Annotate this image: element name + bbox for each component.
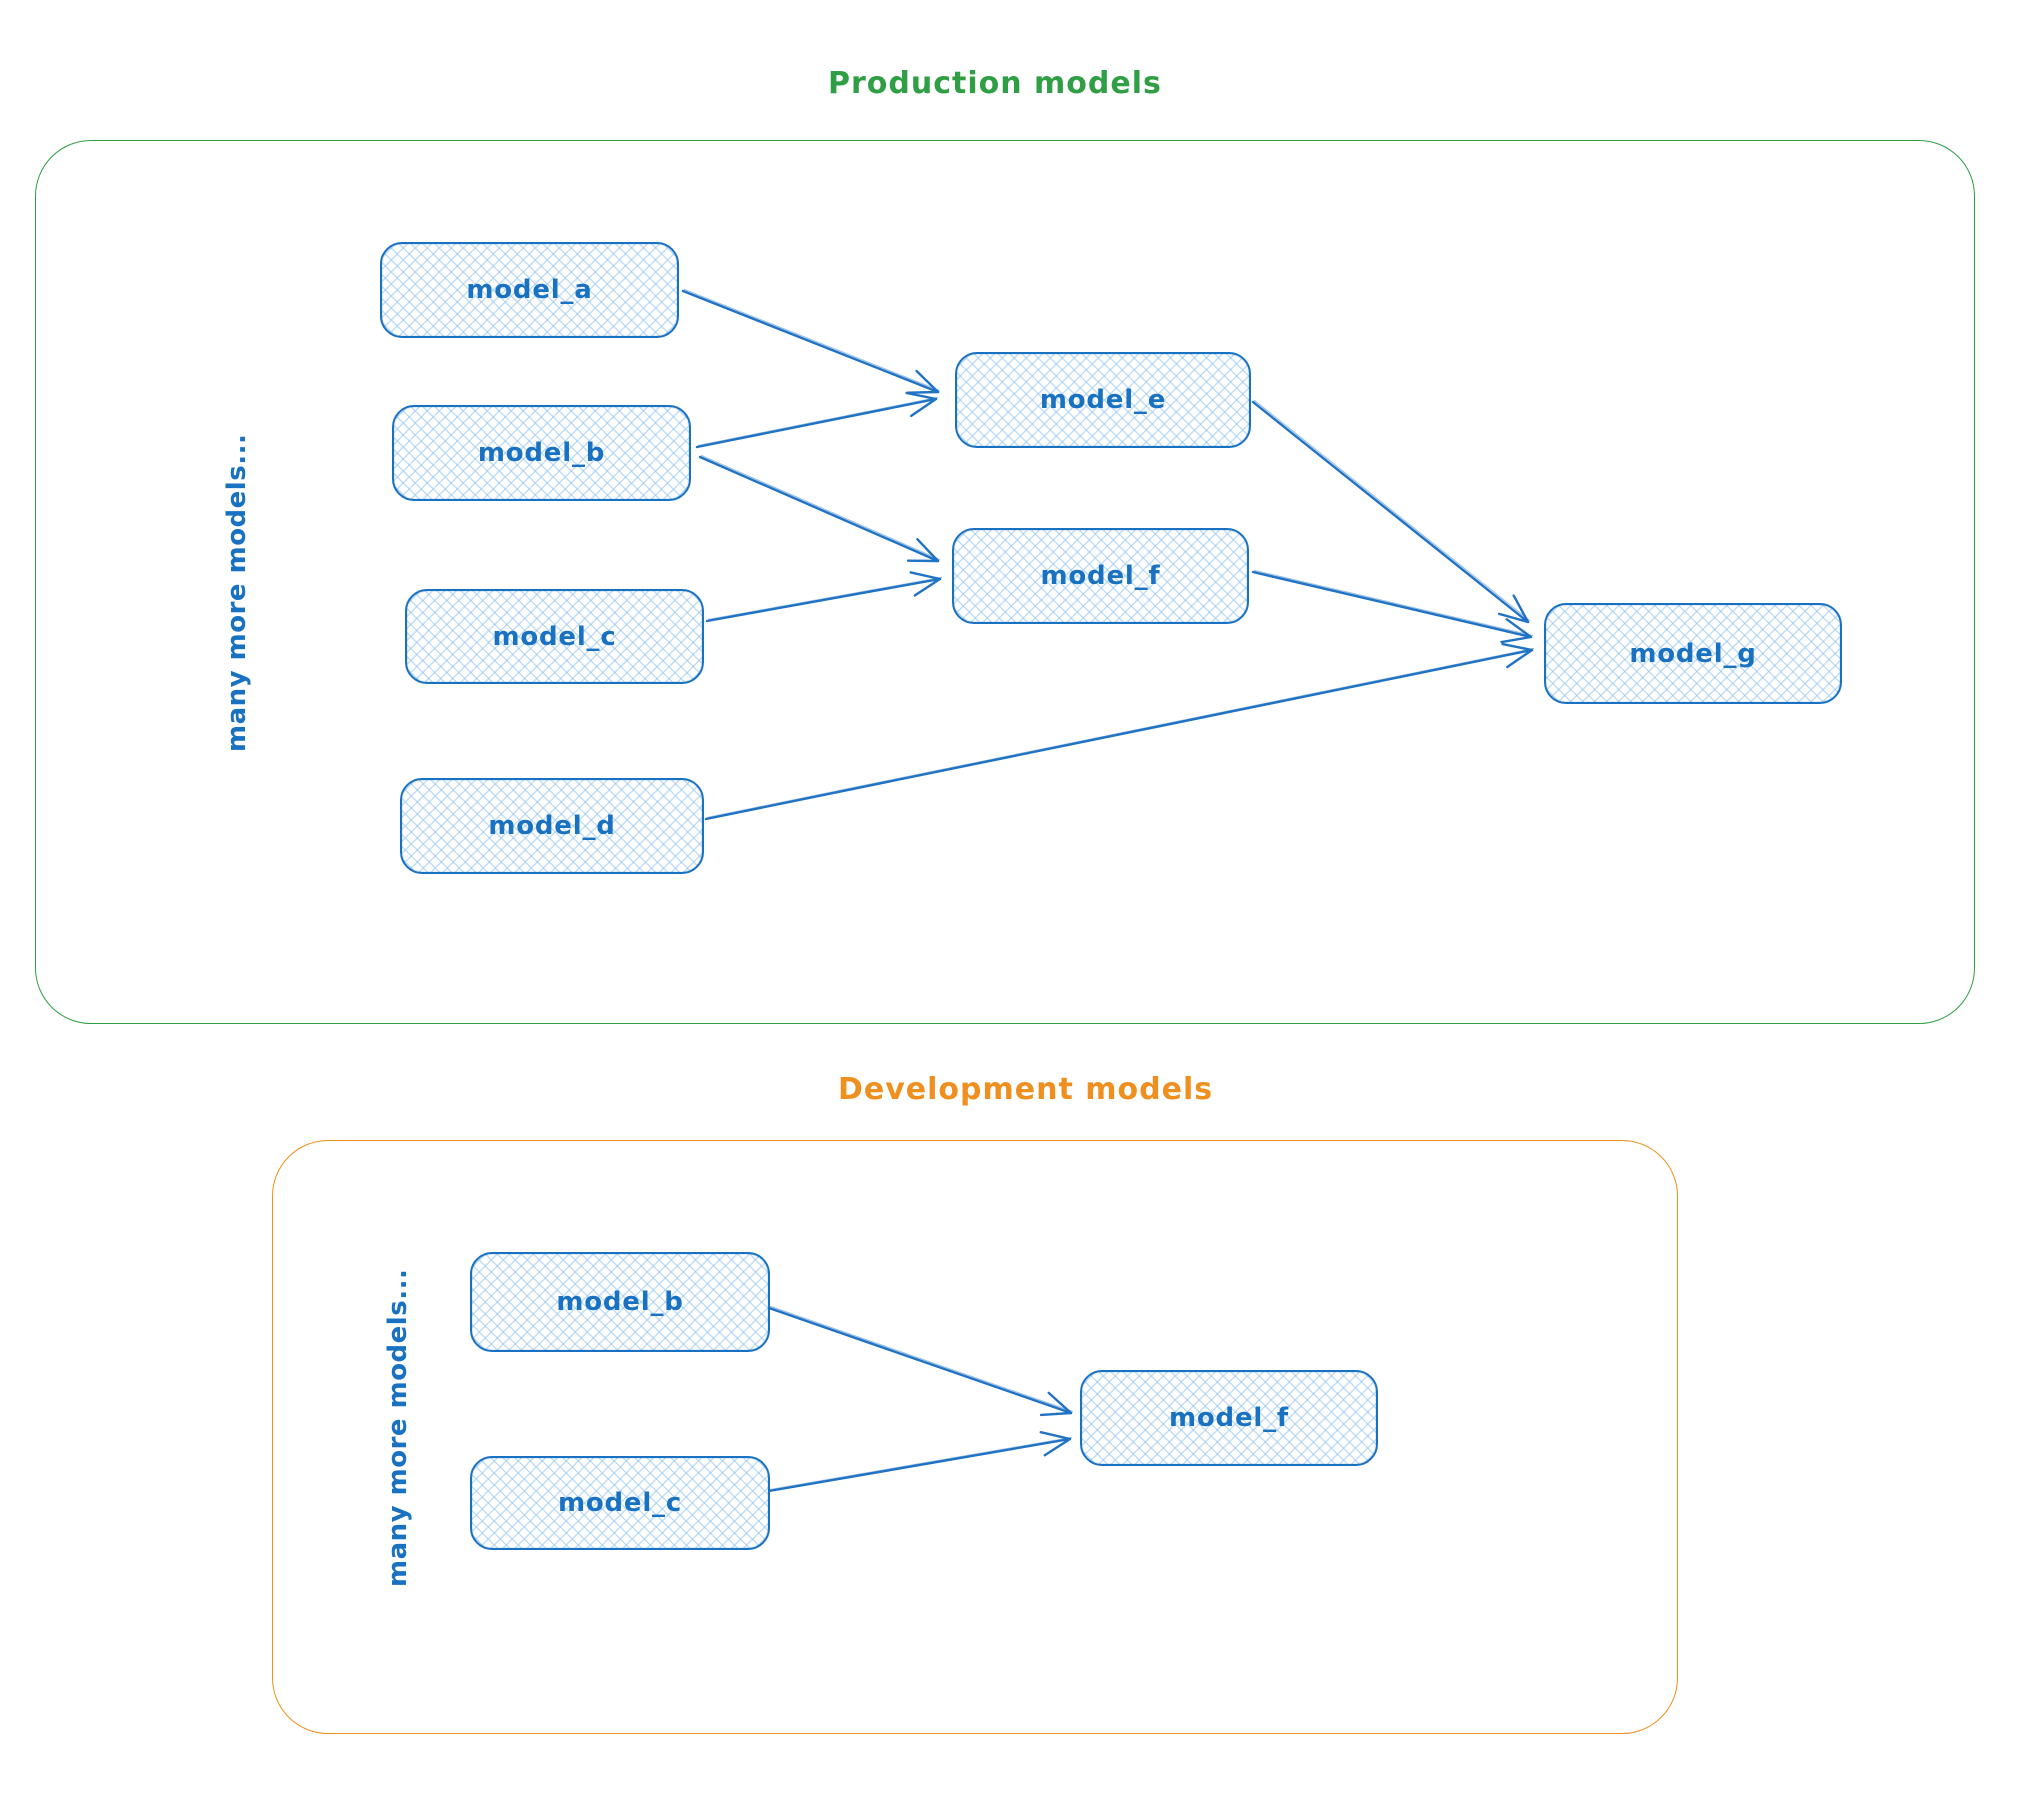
production-node-model_f-label: model_f (1040, 561, 1161, 591)
development-node-model_f-label: model_f (1168, 1403, 1290, 1433)
production-node-model_e[interactable]: model_e (955, 352, 1251, 448)
production-node-model_b-label: model_b (477, 438, 606, 468)
production-section-title: Production models (828, 66, 1162, 101)
development-node-model_c[interactable]: model_c (470, 1456, 770, 1550)
development-side-note: many more models... (383, 1268, 413, 1587)
development-node-model_c-label: model_c (557, 1488, 683, 1518)
production-node-model_c-label: model_c (492, 621, 617, 652)
production-frame (35, 140, 1975, 1024)
production-node-model_c[interactable]: model_c (405, 589, 704, 684)
production-node-model_a-label: model_a (466, 275, 593, 305)
development-node-model_b-label: model_b (556, 1287, 684, 1317)
production-node-model_d-label: model_d (488, 811, 616, 841)
development-frame (272, 1140, 1678, 1734)
production-node-model_g-label: model_g (1629, 638, 1757, 669)
production-node-model_a[interactable]: model_a (380, 242, 679, 338)
production-node-model_e-label: model_e (1039, 385, 1167, 415)
production-side-note: many more models... (222, 433, 252, 752)
production-node-model_f[interactable]: model_f (952, 528, 1249, 624)
development-node-model_f[interactable]: model_f (1080, 1370, 1378, 1466)
production-node-model_b[interactable]: model_b (392, 405, 691, 501)
development-section-title: Development models (838, 1072, 1214, 1107)
production-node-model_g[interactable]: model_g (1544, 603, 1842, 704)
development-node-model_b[interactable]: model_b (470, 1252, 770, 1352)
production-node-model_d[interactable]: model_d (400, 778, 704, 874)
